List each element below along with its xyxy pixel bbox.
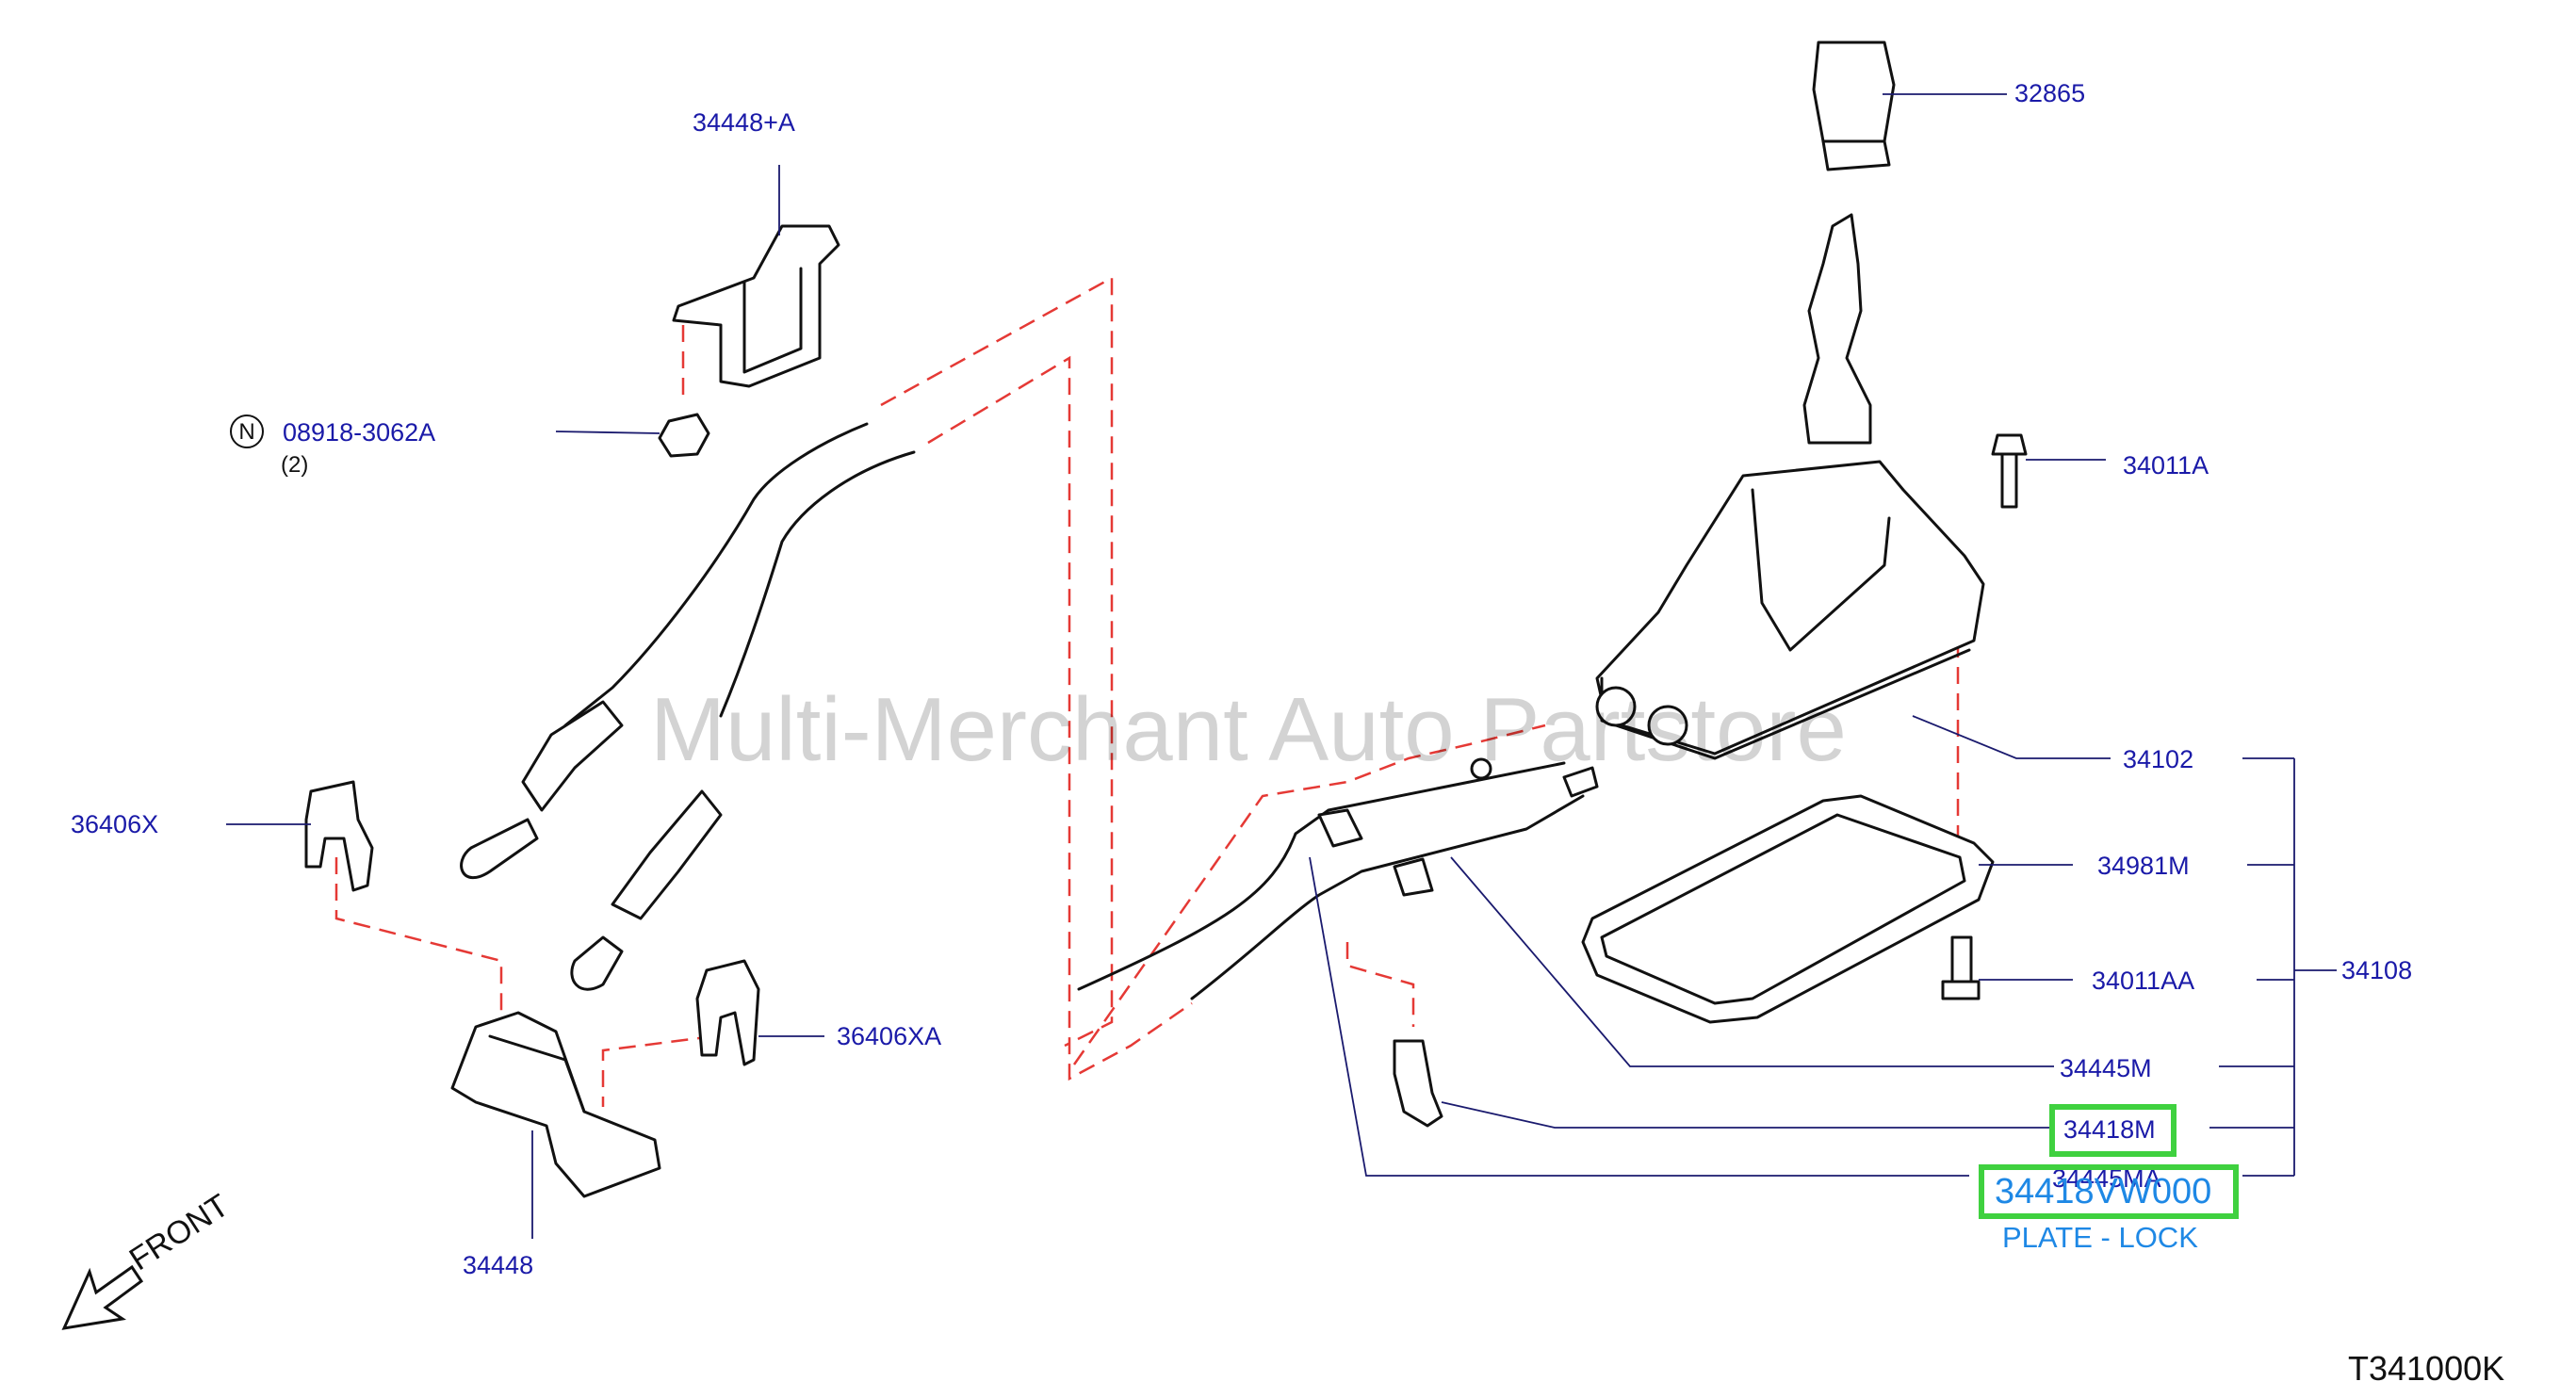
nut-quantity: (2) — [281, 452, 309, 478]
lock-plate — [1393, 1039, 1443, 1128]
n-symbol-icon: N — [230, 415, 264, 448]
highlighted-part-description: PLATE - LOCK — [2002, 1221, 2198, 1254]
callout-34445ma[interactable]: 34445MA — [2052, 1164, 2161, 1193]
callout-34011a[interactable]: 34011A — [2123, 451, 2209, 480]
bolt-upper — [1991, 433, 2028, 509]
diagram-code: T341000K — [2348, 1349, 2505, 1388]
callout-36406x[interactable]: 36406X — [71, 810, 159, 838]
front-arrow-icon — [61, 1264, 144, 1330]
highlight-box-part — [1979, 1164, 2239, 1219]
bracket-lower — [450, 1011, 661, 1198]
shift-knob — [1812, 41, 1896, 171]
gasket — [1581, 794, 1995, 1024]
callout-34102[interactable]: 34102 — [2123, 745, 2194, 773]
highlight-box-34418m — [2049, 1104, 2177, 1157]
nut — [658, 413, 710, 458]
callout-32865[interactable]: 32865 — [2014, 79, 2086, 107]
highlighted-part-number[interactable]: 34418VW000 — [1995, 1172, 2212, 1211]
callout-34108[interactable]: 34108 — [2341, 956, 2413, 984]
boot-left-a — [521, 700, 624, 812]
callout-34418m[interactable]: 34418M — [2063, 1115, 2156, 1144]
boot-left-b — [611, 789, 723, 920]
callout-34445m[interactable]: 34445M — [2060, 1054, 2152, 1082]
callout-34448[interactable]: 34448 — [463, 1251, 534, 1279]
cable-left-a — [563, 422, 869, 727]
watermark: Multi-Merchant Auto Partstore — [650, 679, 1847, 780]
cable-left-b — [719, 450, 916, 718]
bolt-lower — [1941, 935, 1981, 1000]
callout-36406xa[interactable]: 36406XA — [837, 1022, 942, 1050]
clip-right — [695, 959, 760, 1066]
cable-right-b — [1190, 794, 1585, 1000]
callout-08918-3062a[interactable]: 08918-3062A — [283, 418, 436, 447]
callout-34448-a[interactable]: 34448+A — [693, 108, 795, 137]
callout-34011aa[interactable]: 34011AA — [2092, 967, 2195, 995]
leader-lines — [226, 93, 2337, 1239]
bracket-upper — [672, 224, 840, 388]
clip-left — [304, 780, 374, 892]
cable-right-a — [1077, 761, 1566, 991]
shift-lever — [1802, 213, 1872, 445]
part-linework — [304, 41, 2028, 1198]
callout-34981m[interactable]: 34981M — [2097, 852, 2190, 880]
